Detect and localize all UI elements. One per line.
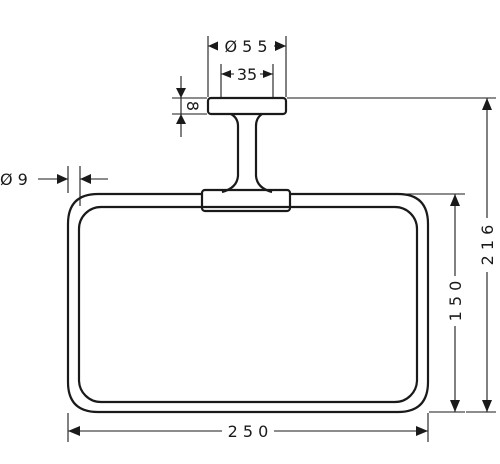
dim-flange-inner: 35 xyxy=(220,64,274,97)
dim-overall-width: 2 5 0 xyxy=(67,413,429,442)
flange-inner-label: 35 xyxy=(237,65,257,84)
flange-thickness-label: 8 xyxy=(183,101,202,111)
wall-flange xyxy=(206,96,288,116)
ring-height-label: 1 5 0 xyxy=(446,281,465,322)
towel-ring-outline xyxy=(66,96,430,414)
mount-stem xyxy=(221,113,273,194)
dim-flange-diameter: Ø 5 5 xyxy=(207,36,287,97)
rod-diameter-label: Ø 9 xyxy=(0,170,28,189)
dim-ring-height: 1 5 0 xyxy=(290,193,465,413)
flange-diameter-label: Ø 5 5 xyxy=(224,37,267,56)
dim-flange-thickness: 8 xyxy=(172,76,207,137)
overall-width-label: 2 5 0 xyxy=(228,422,269,441)
ring-holder xyxy=(200,188,292,213)
dim-overall-height: 2 1 6 xyxy=(287,97,497,413)
dim-rod-diameter: Ø 9 xyxy=(0,166,108,206)
ring-outer xyxy=(66,192,430,414)
overall-height-label: 2 1 6 xyxy=(478,225,497,266)
ring-inner xyxy=(77,205,419,404)
